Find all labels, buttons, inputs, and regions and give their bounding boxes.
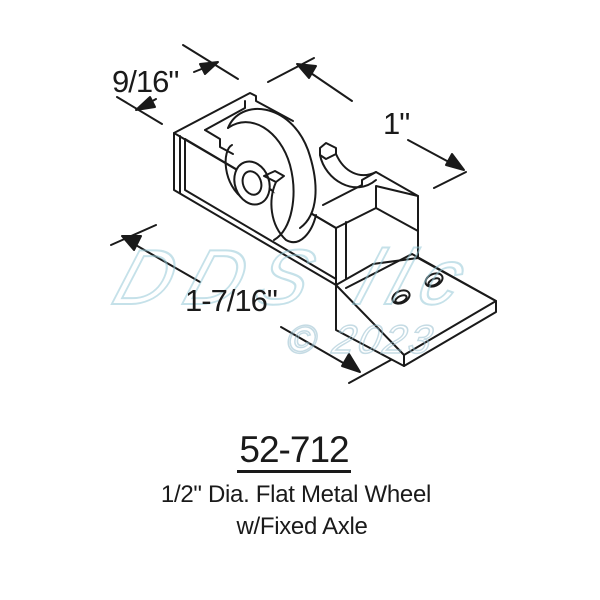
- dimension-height-label: 1": [383, 106, 410, 141]
- dimension-length-lines: [110, 224, 410, 384]
- product-description-line-1: 1/2" Dia. Flat Metal Wheel: [160, 481, 432, 508]
- dimension-height-lines: [267, 57, 467, 189]
- housing: [173, 92, 497, 367]
- product-description-line-2: w/Fixed Axle: [236, 513, 368, 540]
- dimension-length-label: 1-7/16": [185, 283, 278, 318]
- dimension-width-label: 9/16": [112, 64, 179, 99]
- dimension-width-lines: [116, 44, 239, 125]
- wheel: [224, 107, 317, 243]
- watermark-logo: DDS llc: [103, 232, 492, 322]
- product-caption: 52-712 1/2" Dia. Flat Metal Wheel w/Fixe…: [0, 430, 600, 543]
- part-number: 52-712: [237, 430, 351, 473]
- watermark-copyright: © 2023: [282, 317, 440, 363]
- roller-assembly-drawing: [110, 44, 497, 384]
